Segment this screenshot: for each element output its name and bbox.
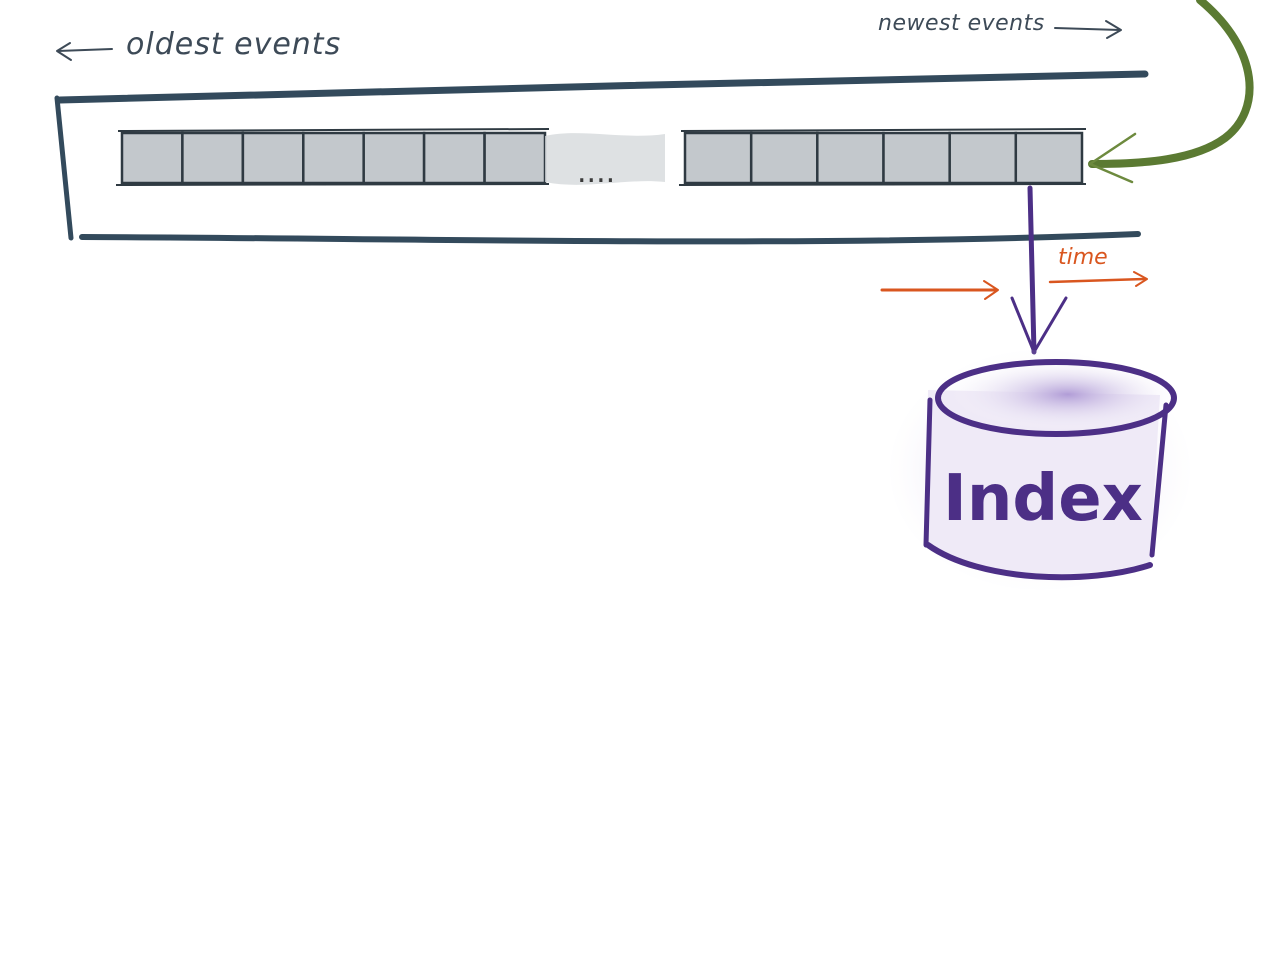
log-cell [120,131,184,185]
incoming-event-arrow [1088,0,1254,184]
log-bottom-border [79,231,1141,245]
gap-ellipsis: .... [577,155,615,190]
log-cell [882,131,951,185]
log-top-border [56,70,1149,104]
index-store: Index [890,350,1190,590]
log-cell [948,131,1018,185]
log-cell [241,131,305,185]
log-cell [422,131,486,185]
right-arrow-icon [1054,20,1122,39]
newest-events-label: newest events [878,11,1122,39]
log-cell [1014,131,1084,185]
log-cell [483,131,547,185]
oldest-events-label: oldest events [56,27,341,62]
log-cells-older [115,128,550,186]
log-cell [181,131,245,185]
log-cell [362,131,426,185]
time-label: time [1058,245,1108,270]
left-arrow-icon [56,42,113,61]
log-left-border [54,95,74,241]
log-gap: .... [545,133,665,190]
down-arrow-to-index [1010,185,1068,355]
log-cell [749,131,819,185]
cell-row-top-stroke [680,128,1087,132]
log-cells-newer [678,128,1087,186]
oldest-events-text: oldest events [126,27,341,62]
time-arrows: time [880,245,1148,300]
cell-row-bottom-stroke [678,183,1087,186]
newest-events-text: newest events [878,11,1045,36]
log-container [54,70,1149,245]
log-cell [816,131,885,185]
cell-row-bottom-stroke [115,183,550,186]
index-label: Index [943,462,1143,536]
log-cell [302,131,365,185]
cell-row-top-stroke [117,128,550,132]
log-cell [683,131,753,185]
